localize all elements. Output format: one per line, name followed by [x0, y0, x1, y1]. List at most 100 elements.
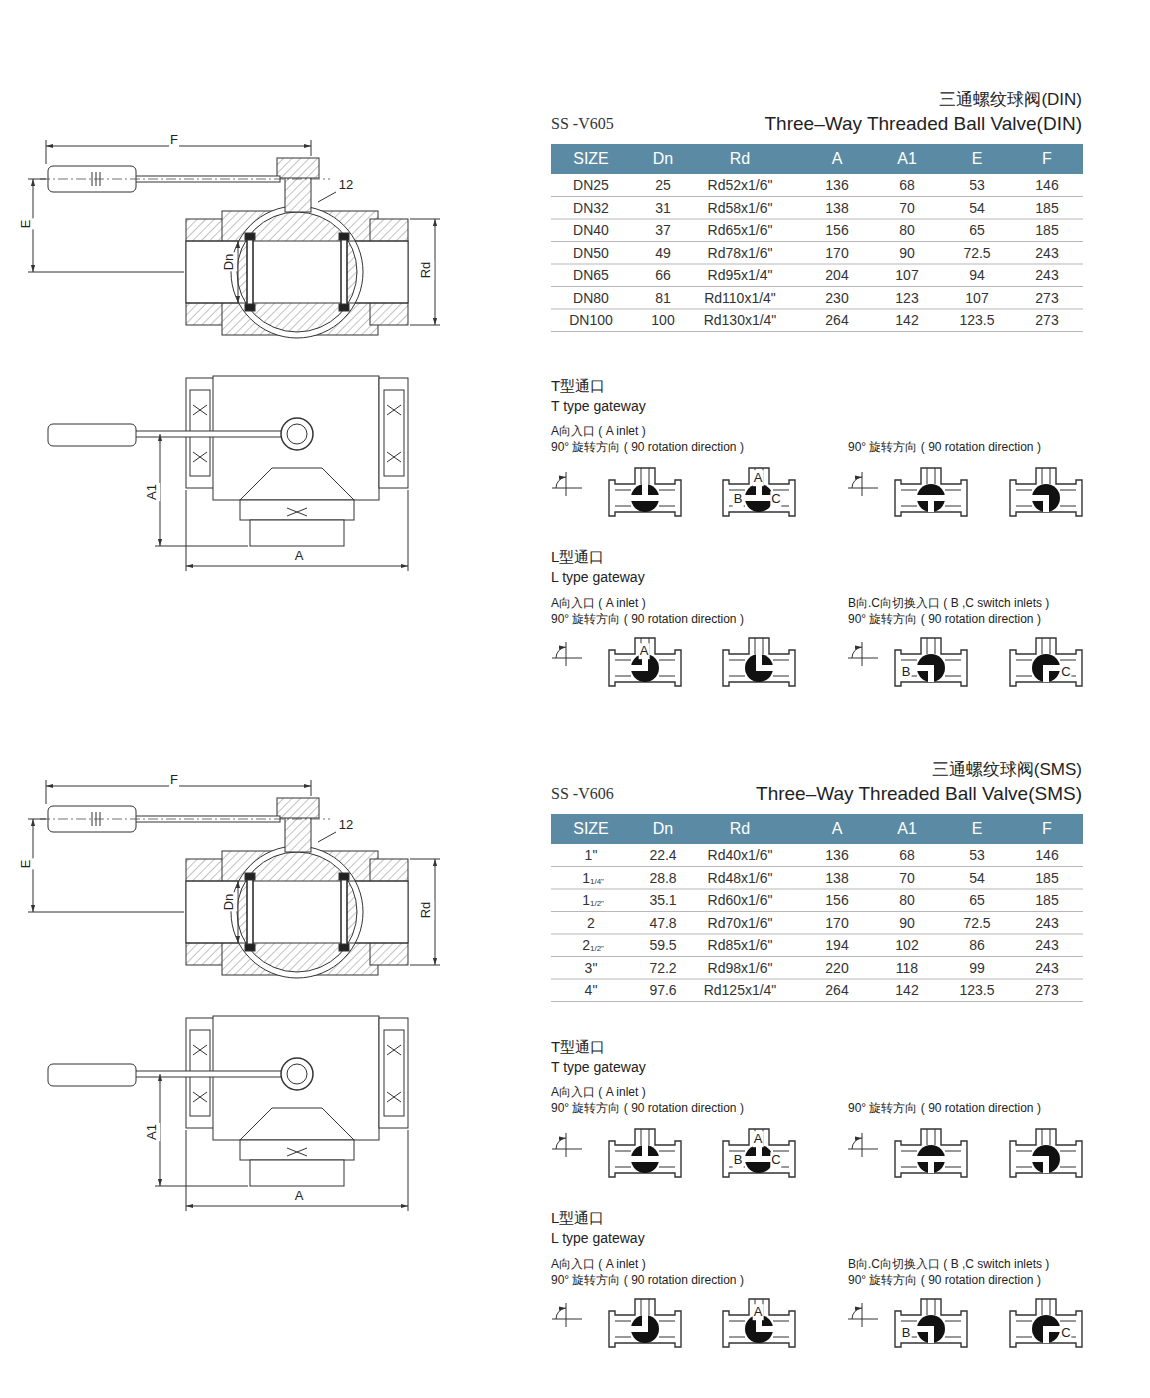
caption: 90° 旋转方向 ( 90 rotation direction ): [848, 1101, 1041, 1115]
caption: A向入口 ( A inlet ): [551, 1257, 646, 1271]
table-cell: 80: [899, 892, 915, 909]
port-letter: B: [733, 491, 744, 507]
column-heading: A: [832, 149, 843, 168]
dimension-label: Rd: [418, 901, 434, 920]
port-letter: A: [753, 1131, 764, 1147]
table-cell: DN40: [573, 222, 609, 239]
caption: 90° 旋转方向 ( 90 rotation direction ): [848, 440, 1041, 454]
column-heading: SIZE: [573, 819, 609, 838]
dimension-label: E: [18, 859, 34, 870]
table-cell: Rd58x1/6": [708, 199, 773, 216]
caption: 90° 旋转方向 ( 90 rotation direction ): [848, 1273, 1041, 1287]
table-cell: 53: [969, 177, 985, 194]
table-header: SIZEDnRdAA1EF: [551, 144, 1083, 174]
table-cell: 72.5: [963, 244, 990, 261]
table-cell: 170: [825, 914, 848, 931]
table-cell: 2: [587, 914, 595, 931]
section-heading: L型通口: [551, 1209, 604, 1227]
caption: 90° 旋转方向 ( 90 rotation direction ): [551, 440, 744, 454]
table-cell: 68: [899, 847, 915, 864]
callout-number: 12: [338, 817, 354, 833]
table-cell: 25: [655, 177, 671, 194]
table-cell: 54: [969, 869, 985, 886]
dimension-label: Rd: [418, 261, 434, 280]
table-cell: 3": [585, 959, 598, 976]
table-cell: 243: [1035, 914, 1058, 931]
column-heading: A1: [897, 819, 917, 838]
table-cell: 185: [1035, 222, 1058, 239]
table-cell: 1": [585, 847, 598, 864]
table-header: SIZEDnRdAA1EF: [551, 814, 1083, 844]
column-heading: A: [832, 819, 843, 838]
table-cell: 142: [895, 312, 918, 329]
caption: A向入口 ( A inlet ): [551, 424, 646, 438]
table-rule: [551, 197, 1083, 332]
section-subheading: T type gateway: [551, 1059, 646, 1076]
model-number: SS -V606: [551, 784, 614, 803]
english-title: Three–Way Threaded Ball Valve(SMS): [756, 783, 1082, 806]
table-cell: 146: [1035, 177, 1058, 194]
port-letter: A: [753, 1304, 764, 1320]
column-heading: Dn: [653, 819, 673, 838]
dimension-label: Dn: [221, 893, 237, 912]
table-cell: 54: [969, 199, 985, 216]
table-cell: 1/2": [590, 899, 604, 909]
dimension-label: A1: [144, 1123, 160, 1141]
valve-drawing: [28, 780, 440, 1211]
column-heading: E: [972, 819, 983, 838]
table-cell: 35.1: [649, 892, 676, 909]
column-heading: E: [972, 149, 983, 168]
table-cell: 1: [582, 869, 590, 886]
table-cell: Rd98x1/6": [708, 959, 773, 976]
table-cell: 118: [896, 959, 918, 976]
dimension-label: A: [294, 1188, 305, 1204]
table-cell: 1/4": [590, 877, 604, 887]
table-cell: 123.5: [959, 982, 994, 999]
dimension-label: A: [294, 548, 305, 564]
table-cell: 185: [1035, 199, 1058, 216]
table-cell: 102: [895, 937, 918, 954]
table-cell: Rd85x1/6": [708, 937, 773, 954]
table-cell: 142: [895, 982, 918, 999]
table-cell: Rd125x1/4": [704, 982, 777, 999]
table-cell: 273: [1035, 982, 1058, 999]
gateway-symbols: [552, 1129, 1082, 1347]
table-cell: Rd110x1/4": [704, 289, 776, 306]
english-title: Three–Way Threaded Ball Valve(DIN): [765, 113, 1083, 136]
table-cell: 99: [969, 959, 985, 976]
table-cell: 123.5: [959, 312, 994, 329]
table-cell: 80: [899, 222, 915, 239]
table-rule: [551, 867, 1083, 1002]
table-cell: DN32: [573, 199, 609, 216]
table-cell: 138: [825, 199, 848, 216]
table-cell: 86: [969, 937, 985, 954]
table-cell: DN80: [573, 289, 609, 306]
port-letter: C: [770, 491, 781, 507]
caption: B向.C向切换入口 ( B ,C switch inlets ): [848, 596, 1049, 610]
callout-number: 12: [338, 177, 354, 193]
column-heading: A1: [897, 149, 917, 168]
caption: 90° 旋转方向 ( 90 rotation direction ): [551, 1101, 744, 1115]
table-cell: Rd52x1/6": [708, 177, 773, 194]
section-subheading: L type gateway: [551, 1230, 645, 1247]
section-heading: T型通口: [551, 1038, 605, 1056]
table-cell: 37: [655, 222, 671, 239]
section-subheading: L type gateway: [551, 569, 645, 586]
section-heading: T型通口: [551, 377, 605, 395]
table-cell: 243: [1035, 244, 1058, 261]
column-heading: Rd: [730, 149, 750, 168]
model-number: SS -V605: [551, 114, 614, 133]
table-cell: 170: [825, 244, 848, 261]
table-cell: Rd70x1/6": [708, 914, 773, 931]
dimension-label: F: [169, 132, 179, 148]
table-cell: 107: [965, 289, 988, 306]
table-cell: 68: [899, 177, 915, 194]
caption: A向入口 ( A inlet ): [551, 596, 646, 610]
valve-drawing: [28, 140, 440, 571]
table-cell: 47.8: [649, 914, 676, 931]
port-letter: B: [733, 1152, 744, 1168]
table-cell: 136: [825, 847, 848, 864]
table-cell: 230: [825, 289, 848, 306]
table-cell: Rd78x1/6": [708, 244, 773, 261]
table-cell: 107: [895, 267, 918, 284]
